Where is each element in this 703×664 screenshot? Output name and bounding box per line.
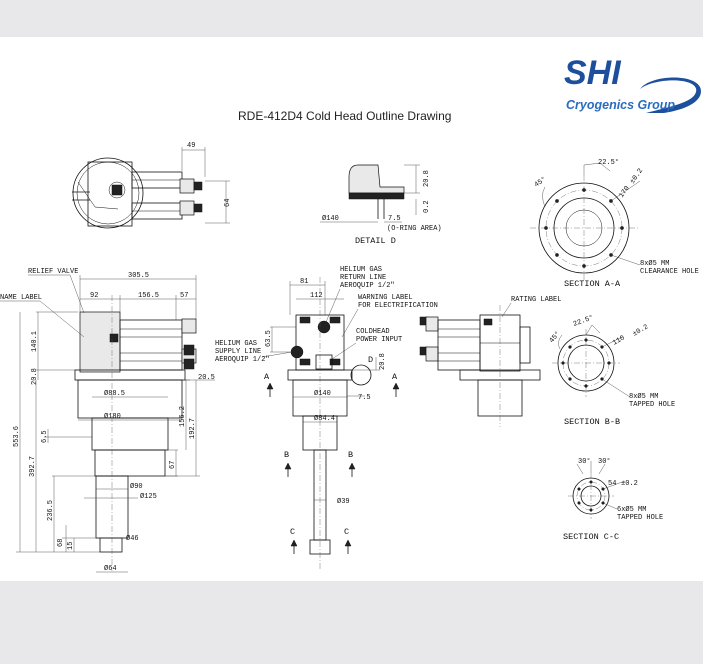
svg-text:A: A: [264, 372, 270, 382]
svg-text:22.5°: 22.5°: [598, 158, 619, 167]
svg-text:POWER INPUT: POWER INPUT: [356, 336, 402, 344]
top-view: 49 64: [72, 142, 232, 229]
svg-text:30°: 30°: [598, 457, 611, 466]
svg-text:Ø84.4: Ø84.4: [314, 414, 335, 423]
svg-text:±0.2: ±0.2: [621, 480, 638, 488]
svg-text:20.8: 20.8: [379, 353, 387, 370]
svg-text:20.8: 20.8: [423, 170, 431, 187]
svg-text:Ø125: Ø125: [140, 492, 157, 501]
logo-swoosh-icon: [640, 77, 701, 113]
detail-d: 20.8 0.2 Ø140 7.5 (O-RING AREA) DETAIL D: [320, 164, 442, 246]
section-a-a: 22.5° 45° 170 ±0.2 8xØ5 MM CLEARANCE HOL…: [530, 158, 699, 289]
right-view: RATING LABEL: [419, 296, 561, 427]
svg-text:(O-RING AREA): (O-RING AREA): [387, 225, 442, 233]
svg-text:Ø88.5: Ø88.5: [104, 389, 125, 398]
svg-text:B: B: [284, 450, 289, 460]
svg-text:45°: 45°: [533, 175, 548, 190]
svg-text:57: 57: [180, 292, 188, 300]
svg-text:±0.2: ±0.2: [632, 323, 651, 338]
svg-text:45°: 45°: [547, 329, 562, 344]
side-view: HELIUM GAS RETURN LINE AEROQUIP 1/2" WAR…: [215, 266, 438, 571]
svg-text:67: 67: [169, 461, 177, 469]
svg-text:6.5: 6.5: [41, 430, 49, 443]
front-view: RELIEF VALVE NAME LABEL 305.5 92 156.5 5…: [0, 268, 215, 573]
svg-text:Ø140: Ø140: [314, 389, 331, 398]
svg-text:SUPPLY LINE: SUPPLY LINE: [215, 348, 261, 356]
svg-text:63.5: 63.5: [265, 330, 273, 347]
svg-text:192.7: 192.7: [189, 418, 197, 439]
svg-text:Ø64: Ø64: [104, 564, 117, 573]
svg-text:49: 49: [187, 142, 195, 150]
section-b-b: 22.5° 45° 110 ±0.2 8xØ5 MM TAPPED HOLE S…: [547, 313, 675, 427]
svg-text:C: C: [290, 527, 295, 537]
svg-text:AEROQUIP 1/2": AEROQUIP 1/2": [340, 282, 395, 290]
svg-text:B: B: [348, 450, 353, 460]
tapped-holes-b: [561, 338, 611, 388]
svg-text:AEROQUIP 1/2": AEROQUIP 1/2": [215, 356, 270, 364]
svg-text:NAME LABEL: NAME LABEL: [0, 294, 42, 302]
drawing-title: RDE-412D4 Cold Head Outline Drawing: [238, 109, 451, 123]
svg-text:7.5: 7.5: [358, 394, 371, 402]
svg-text:±0.2: ±0.2: [629, 167, 645, 185]
section-a-a-label: SECTION A-A: [564, 279, 621, 289]
svg-text:D: D: [368, 355, 373, 365]
outline-drawing: SHI Cryogenics Group RDE-412D4 Cold Head…: [0, 54, 701, 573]
svg-text:WARNING LABEL: WARNING LABEL: [358, 294, 413, 302]
svg-text:HELIUM GAS: HELIUM GAS: [340, 266, 382, 274]
detail-d-label: DETAIL D: [355, 236, 396, 246]
drawing-sheet: SHI Cryogenics Group RDE-412D4 Cold Head…: [0, 37, 703, 581]
svg-text:156.5: 156.5: [138, 292, 159, 300]
svg-text:HELIUM GAS: HELIUM GAS: [215, 340, 257, 348]
svg-text:0.2: 0.2: [423, 200, 431, 213]
svg-text:92: 92: [90, 292, 98, 300]
svg-text:8xØ5 MM: 8xØ5 MM: [629, 392, 658, 401]
svg-text:RETURN LINE: RETURN LINE: [340, 274, 386, 282]
svg-text:112: 112: [310, 292, 323, 300]
logo-brand: SHI: [564, 54, 622, 92]
svg-text:140.1: 140.1: [31, 331, 39, 352]
svg-text:8xØ5 MM: 8xØ5 MM: [640, 259, 669, 268]
svg-text:RATING LABEL: RATING LABEL: [511, 296, 561, 304]
svg-text:Ø90: Ø90: [130, 482, 143, 491]
svg-text:64: 64: [224, 199, 232, 207]
svg-text:236.5: 236.5: [47, 500, 55, 521]
svg-text:22.5°: 22.5°: [572, 313, 595, 329]
svg-text:392.7: 392.7: [29, 456, 37, 477]
logo-subtitle: Cryogenics Group: [566, 98, 675, 112]
svg-text:Ø140: Ø140: [322, 214, 339, 223]
svg-text:110: 110: [612, 334, 627, 347]
section-markers: A A B B C C D: [264, 355, 400, 554]
svg-text:Ø39: Ø39: [337, 497, 350, 506]
svg-text:30°: 30°: [578, 457, 591, 466]
svg-text:68: 68: [57, 539, 65, 547]
svg-text:CLEARANCE HOLE: CLEARANCE HOLE: [640, 268, 699, 276]
shi-logo: SHI Cryogenics Group: [564, 54, 701, 113]
svg-text:6xØ5 MM: 6xØ5 MM: [617, 505, 646, 514]
svg-text:20.5: 20.5: [198, 374, 215, 382]
svg-text:81: 81: [300, 278, 308, 286]
svg-text:Ø180: Ø180: [104, 412, 121, 421]
svg-text:54: 54: [608, 480, 616, 488]
svg-text:553.6: 553.6: [13, 426, 21, 447]
svg-text:TAPPED HOLE: TAPPED HOLE: [629, 401, 675, 409]
section-c-c: 30° 30° 54 ±0.2 6xØ5 MM TAPPED HOLE SECT…: [563, 457, 663, 542]
svg-text:170: 170: [618, 185, 632, 200]
section-c-c-label: SECTION C-C: [563, 532, 619, 542]
tapped-holes-c: [577, 480, 605, 512]
svg-text:A: A: [392, 372, 398, 382]
svg-text:TAPPED HOLE: TAPPED HOLE: [617, 514, 663, 522]
svg-text:7.5: 7.5: [388, 215, 401, 223]
svg-text:Ø46: Ø46: [126, 534, 139, 543]
svg-text:FOR ELECTRIFICATION: FOR ELECTRIFICATION: [358, 302, 438, 310]
svg-text:305.5: 305.5: [128, 272, 149, 280]
section-b-b-label: SECTION B-B: [564, 417, 620, 427]
svg-text:C: C: [344, 527, 349, 537]
svg-text:15: 15: [67, 542, 75, 550]
svg-text:156.2: 156.2: [179, 406, 187, 427]
svg-text:COLDHEAD: COLDHEAD: [356, 328, 390, 336]
svg-text:RELIEF VALVE: RELIEF VALVE: [28, 268, 78, 276]
svg-text:20.8: 20.8: [31, 368, 39, 385]
